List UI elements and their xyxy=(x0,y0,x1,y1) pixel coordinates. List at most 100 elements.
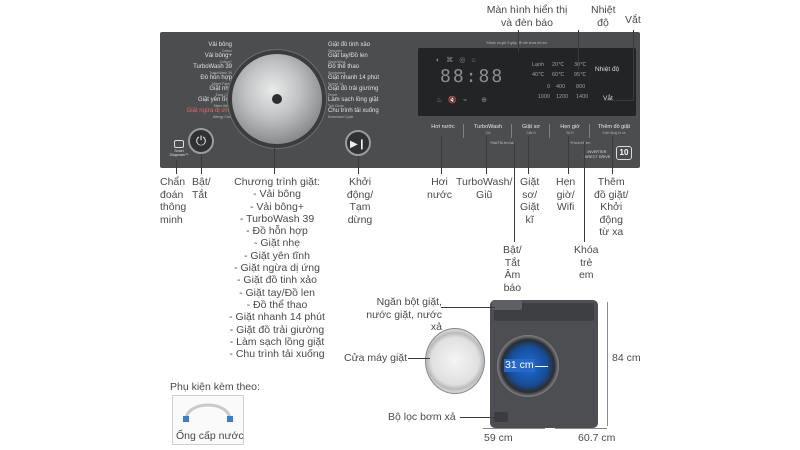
height-dimension: 84 cm xyxy=(612,352,641,364)
program-entry: - Giặt tay/Đồ len xyxy=(239,286,315,299)
callout-diag: Chẩn đoán thông minh xyxy=(160,176,187,226)
dimension-line xyxy=(555,428,607,429)
program-entry: - Giặt đồ tinh xảo xyxy=(237,274,317,287)
leader-line xyxy=(612,136,613,174)
temp-title: Nhiệt độ xyxy=(595,66,620,73)
leader-line xyxy=(441,307,495,308)
steam-button[interactable]: Hơi nước xyxy=(431,124,455,130)
leader-line xyxy=(568,136,569,174)
callout-childlock: Khóa trẻ em xyxy=(574,244,599,281)
width-dimension: 59 cm xyxy=(484,432,513,444)
callout-temp: Nhiệt độ xyxy=(591,4,616,29)
leader-line xyxy=(274,148,275,174)
leader-line xyxy=(358,156,359,174)
leader-line xyxy=(518,30,519,52)
spin-options: 0 1000 xyxy=(537,84,550,100)
machine-door xyxy=(425,328,485,394)
accessory-title: Phụ kiện kèm theo: xyxy=(170,381,260,393)
warranty-badge: 10 xyxy=(616,146,632,160)
leader-line xyxy=(604,100,634,101)
spin-title: Vắt xyxy=(603,95,613,102)
leader-line xyxy=(441,136,442,174)
detergent-drawer xyxy=(492,300,522,310)
program-entry: - Đồ thể thao xyxy=(246,298,308,311)
programs-title: Chương trình giặt: xyxy=(234,176,320,188)
divider xyxy=(463,124,464,138)
callout-mute: Bật/ Tắt Âm báo xyxy=(503,244,522,294)
program-item: Vải bông+Cotton+ xyxy=(204,53,232,64)
callout-start: Khởi động/ Tạm dừng xyxy=(346,176,374,226)
start-pause-button[interactable]: ▶❙ xyxy=(345,130,371,156)
callout-door: Cửa máy giặt xyxy=(344,352,408,364)
temp-options: Lạnh 40℃ xyxy=(532,62,545,78)
digit-display: 88:88 xyxy=(440,66,505,87)
leader-line xyxy=(633,30,634,101)
program-entry: - TurboWash 39 xyxy=(239,212,315,225)
temp-options-3: 30℃ 95℃ xyxy=(574,62,587,78)
power-button[interactable]: ⏻ xyxy=(188,128,214,154)
direct-drive-logo: INVERTER DIRECT DRIVE xyxy=(583,150,611,159)
display-screen xyxy=(418,48,636,116)
status-icons-top: ◐⌘◎⌂ xyxy=(436,57,482,64)
depth-dimension: 60.7 cm xyxy=(578,432,616,444)
leader-line xyxy=(460,417,496,418)
temp-options-2: 20℃ 60℃ xyxy=(552,62,565,78)
water-hose-icon xyxy=(183,403,233,422)
program-entry: - Vải bông+ xyxy=(250,200,304,213)
callout-spin: Vắt xyxy=(625,14,641,26)
program-entry: - Chu trình tải xuống xyxy=(229,348,325,361)
status-icons-bottom: ♨🔇⌁ ⊕ xyxy=(436,97,494,104)
leader-line xyxy=(584,142,585,242)
smart-diagnosis-label: Smart Diagnosis™ xyxy=(169,149,189,157)
program-entry: - Đồ hỗn hợp xyxy=(246,225,308,238)
divider xyxy=(549,124,550,138)
program-entry: - Giặt nhanh 14 phút xyxy=(229,311,325,324)
dial-center xyxy=(272,94,282,104)
program-entry: - Giặt đồ trải giường xyxy=(229,323,325,336)
play-pause-icon: ▶❙ xyxy=(349,139,367,150)
program-entry: - Vải bông xyxy=(253,188,301,201)
callout-screen: Màn hình hiển thị và đèn báo xyxy=(486,4,568,29)
leader-line xyxy=(578,30,579,70)
spin-options-2: 400 1200 xyxy=(556,84,569,100)
leader-line xyxy=(486,136,487,174)
smart-diagnosis-icon xyxy=(174,140,184,148)
program-entry: - Giặt ngừa dị ứng xyxy=(234,262,320,275)
callout-drawer: Ngăn bột giặt, nước giặt, nước xả xyxy=(366,296,442,333)
display-hint: *Nhấn và giữ 3 giây để mở khóa trẻ em xyxy=(486,41,548,45)
divider xyxy=(589,124,590,138)
mute-hint: *Bật/Tắt âm báo xyxy=(490,141,516,145)
callout-power: Bật/ Tắt xyxy=(192,176,211,201)
smart-diagnosis-mark: Smart Diagnosis™ xyxy=(166,140,192,157)
callout-steam: Hơi nước xyxy=(427,176,453,201)
pump-filter-cover xyxy=(494,412,508,422)
program-entry: - Giặt yên tĩnh xyxy=(244,249,310,262)
program-entry: - Giặt nhẹ xyxy=(253,237,301,250)
callout-prewash: Giặt sơ/ Giặt kĩ xyxy=(520,176,540,226)
power-icon: ⏻ xyxy=(195,133,207,148)
dimension-line xyxy=(483,428,545,429)
leader-line xyxy=(408,358,430,359)
door-size-label: 31 cm xyxy=(504,359,535,372)
callout-filter: Bộ lọc bơm xả xyxy=(388,411,456,423)
lock-hint: *Khóa trẻ em xyxy=(570,141,591,145)
leader-line xyxy=(514,142,515,242)
